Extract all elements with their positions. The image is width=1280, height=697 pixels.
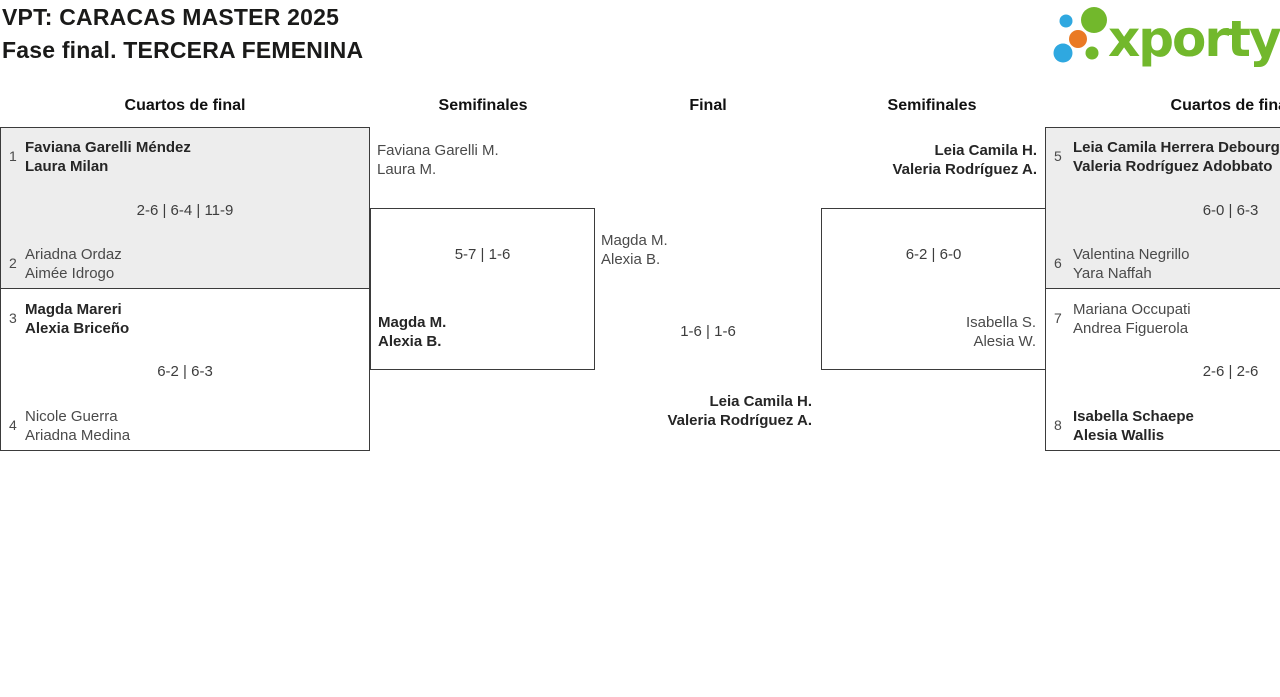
team-sf2-bottom: Isabella S. Alesia W. — [965, 314, 1036, 350]
seed-number: 5 — [1054, 148, 1062, 164]
team-sf1-top: Faviana Garelli M. Laura M. — [377, 142, 499, 178]
page-title-line2: Fase final. TERCERA FEMENINA — [2, 37, 364, 63]
logo-dot-blue-large — [1053, 43, 1073, 63]
match-box-sf1: 5-7 | 1-6 Magda M. Alexia B. — [370, 208, 595, 370]
team-sf2-top: Leia Camila H. Valeria Rodríguez A. — [892, 142, 1038, 178]
seed-number: 8 — [1054, 417, 1062, 433]
match-box-qf4: 7 Mariana Occupati Andrea Figuerola 2-6 … — [1045, 288, 1280, 451]
match-score-qf4: 2-6 | 2-6 — [1202, 363, 1259, 380]
match-box-qf3: 5 Leia Camila Herrera Debourg Valeria Ro… — [1045, 127, 1280, 289]
match-box-qf2: 3 Magda Mareri Alexia Briceño 6-2 | 6-3 … — [0, 288, 370, 451]
seed-number: 3 — [9, 310, 17, 326]
page-title-line1: VPT: CARACAS MASTER 2025 — [2, 4, 340, 30]
logo-wordmark: xporty — [1108, 10, 1280, 68]
match-score-qf2: 6-2 | 6-3 — [157, 363, 213, 380]
logo-dot-green-small — [1085, 46, 1099, 60]
logo-dot-blue-small — [1059, 14, 1073, 28]
seed-number: 2 — [9, 255, 17, 271]
round-header-semifinals-right: Semifinales — [887, 97, 977, 114]
round-header-quarterfinals-left: Cuartos de final — [124, 97, 246, 114]
team-qf3-bottom: Valentina Negrillo Yara Naffah — [1073, 246, 1190, 282]
team-qf3-top: Leia Camila Herrera Debourg Valeria Rodr… — [1073, 139, 1280, 175]
logo-dot-green-large — [1081, 7, 1107, 33]
logo-dot-orange — [1069, 30, 1087, 48]
team-qf2-bottom: Nicole Guerra Ariadna Medina — [25, 408, 131, 444]
seed-number: 4 — [9, 417, 17, 433]
match-score-sf1: 5-7 | 1-6 — [454, 246, 511, 263]
match-score-final: 1-6 | 1-6 — [680, 323, 736, 340]
match-box-qf1: 1 Faviana Garelli Méndez Laura Milan 2-6… — [0, 127, 370, 289]
team-qf4-top: Mariana Occupati Andrea Figuerola — [1073, 301, 1191, 337]
seed-number: 1 — [9, 148, 17, 164]
match-score-qf3: 6-0 | 6-3 — [1202, 202, 1259, 219]
team-qf1-top: Faviana Garelli Méndez Laura Milan — [25, 139, 191, 175]
team-final-winner: Leia Camila H. Valeria Rodríguez A. — [667, 393, 813, 429]
team-qf1-bottom: Ariadna Ordaz Aimée Idrogo — [25, 246, 122, 282]
team-sf1-bottom: Magda M. Alexia B. — [378, 314, 447, 350]
team-final-top: Magda M. Alexia B. — [601, 232, 668, 268]
round-header-semifinals-left: Semifinales — [438, 97, 528, 114]
xporty-logo: xporty — [1053, 7, 1280, 68]
match-score-qf1: 2-6 | 6-4 | 11-9 — [136, 202, 234, 219]
round-header-final: Final — [689, 97, 727, 114]
round-header-quarterfinals-right: Cuartos de final — [1170, 97, 1280, 114]
seed-number: 7 — [1054, 310, 1062, 326]
team-qf4-bottom: Isabella Schaepe Alesia Wallis — [1073, 408, 1194, 444]
seed-number: 6 — [1054, 255, 1062, 271]
team-qf2-top: Magda Mareri Alexia Briceño — [25, 301, 130, 337]
match-score-sf2: 6-2 | 6-0 — [905, 246, 962, 263]
match-box-sf2: 6-2 | 6-0 Isabella S. Alesia W. — [821, 208, 1046, 370]
